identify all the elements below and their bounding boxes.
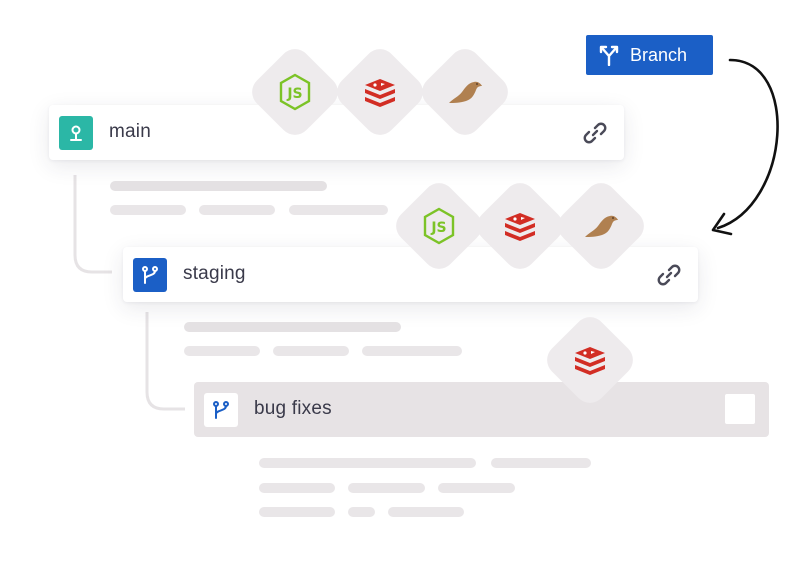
git-branch-icon [204, 393, 238, 427]
svg-text:JS: JS [430, 220, 446, 236]
placeholder-line [259, 458, 476, 468]
git-branch-icon [133, 258, 167, 292]
environment-name-main: main [109, 121, 151, 142]
branch-icon [599, 45, 619, 66]
placeholder-line [273, 346, 349, 356]
nodejs-icon: JS [419, 206, 459, 246]
link-icon[interactable] [582, 120, 608, 146]
placeholder-line [199, 205, 275, 215]
placeholder-line [362, 346, 462, 356]
placeholder-line [110, 205, 186, 215]
placeholder-line [438, 483, 515, 493]
placeholder-line [388, 507, 464, 517]
redis-icon [360, 72, 400, 112]
placeholder-line [348, 507, 375, 517]
link-icon[interactable] [656, 262, 682, 288]
curved-arrow [716, 58, 779, 230]
environment-name-staging: staging [183, 263, 246, 284]
redis-icon [500, 206, 540, 246]
placeholder-line [259, 483, 335, 493]
arrow-head [711, 212, 733, 236]
placeholder-line [348, 483, 425, 493]
placeholder-line [289, 205, 388, 215]
tree-connector-staging-bugfixes [145, 312, 185, 411]
branch-button-label: Branch [630, 44, 688, 65]
placeholder-line [184, 346, 260, 356]
mariadb-seal-icon [581, 206, 621, 246]
redis-icon [570, 340, 610, 380]
placeholder-line [110, 181, 327, 191]
nodejs-icon: JS [275, 72, 315, 112]
placeholder-line [491, 458, 591, 468]
placeholder-checkbox[interactable] [725, 394, 755, 424]
environment-card-main[interactable]: main [49, 105, 624, 160]
environment-card-bug-fixes[interactable]: bug fixes [194, 382, 769, 437]
tree-connector-main-staging [73, 175, 112, 274]
mariadb-seal-icon [445, 72, 485, 112]
environment-name-bug-fixes: bug fixes [254, 398, 332, 419]
svg-text:JS: JS [286, 86, 302, 102]
branch-button[interactable]: Branch [586, 35, 713, 75]
placeholder-line [259, 507, 335, 517]
pin-icon [59, 116, 93, 150]
placeholder-line [184, 322, 401, 332]
